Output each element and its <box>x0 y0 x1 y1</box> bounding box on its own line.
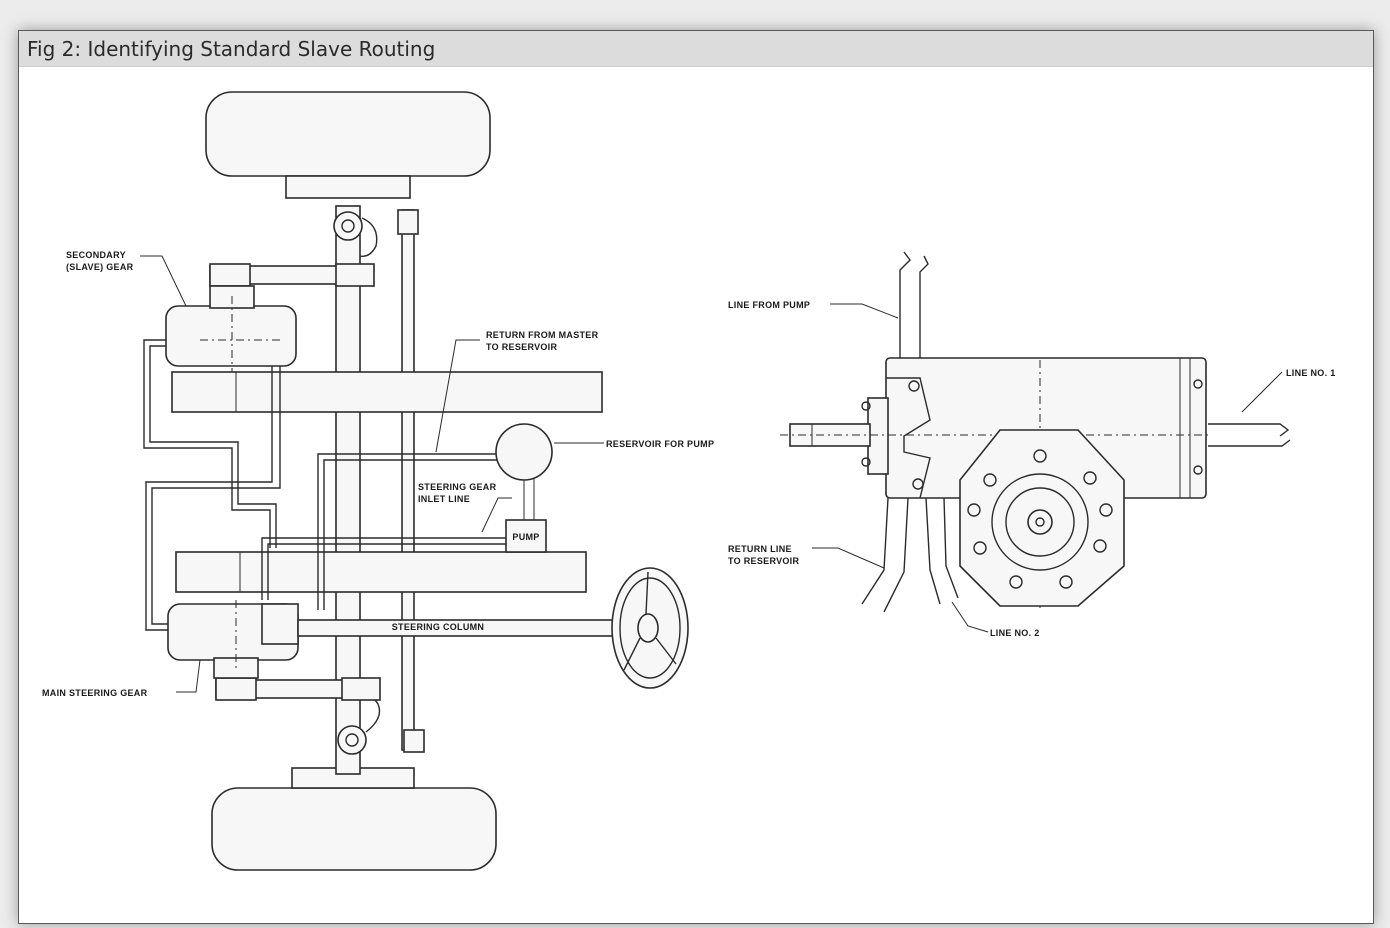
line-no-1-label: LINE NO. 1 <box>1286 368 1336 378</box>
line-no-2-hose <box>925 497 941 605</box>
pump <box>505 519 547 553</box>
return-line-label-line1: RETURN LINE <box>728 544 792 554</box>
top-tie-clamp <box>397 209 419 235</box>
inlet-line <box>261 537 506 600</box>
secondary-gear-label-line2: (SLAVE) GEAR <box>66 262 134 272</box>
return-master-label-line1: RETURN FROM MASTER <box>486 330 599 340</box>
top-knuckle <box>333 211 363 241</box>
reservoir <box>495 423 553 481</box>
mounting-flange <box>867 397 889 475</box>
pump-label: PUMP <box>512 532 539 542</box>
return-master-label-line2: TO RESERVOIR <box>486 342 557 352</box>
bottom-wheel <box>211 787 497 871</box>
line-no-2-label: LINE NO. 2 <box>990 628 1040 638</box>
frame-rail-lower <box>175 551 587 593</box>
top-wheel <box>205 91 491 177</box>
frame-rail-upper <box>171 371 603 413</box>
steering-column-label: STEERING COLUMN <box>392 622 485 632</box>
bottom-knuckle <box>337 725 367 755</box>
figure-header: Fig 2: Identifying Standard Slave Routin… <box>19 31 1373 67</box>
return-line-label-line2: TO RESERVOIR <box>728 556 799 566</box>
main-gear-label: MAIN STEERING GEAR <box>42 688 148 698</box>
hose-slave-left <box>143 339 271 548</box>
inlet-label-line1: STEERING GEAR <box>418 482 497 492</box>
return-line-hose <box>861 497 889 605</box>
reservoir-label: RESERVOIR FOR PUMP <box>606 439 714 449</box>
secondary-gear-label-line1: SECONDARY <box>66 250 126 260</box>
tie-rod <box>401 209 415 751</box>
bottom-tie-clamp <box>403 729 425 753</box>
secondary-gear <box>165 305 297 367</box>
inlet-label-line2: INLET LINE <box>418 494 470 504</box>
top-hub <box>285 175 411 199</box>
return-master-line <box>317 453 506 610</box>
hose-slave-right <box>145 366 273 631</box>
line-no-1-hose <box>1208 423 1290 437</box>
line-from-pump-hose <box>899 251 911 358</box>
figure-title: Fig 2: Identifying Standard Slave Routin… <box>27 36 436 61</box>
line-from-pump-label: LINE FROM PUMP <box>728 300 810 310</box>
gear-detail-view: LINE FROM PUMP LINE NO. 1 RETURN LINE TO… <box>728 251 1336 638</box>
chassis-view: PUMP STEERING COLUMN SECONDARY (SLAVE) G… <box>42 91 714 871</box>
